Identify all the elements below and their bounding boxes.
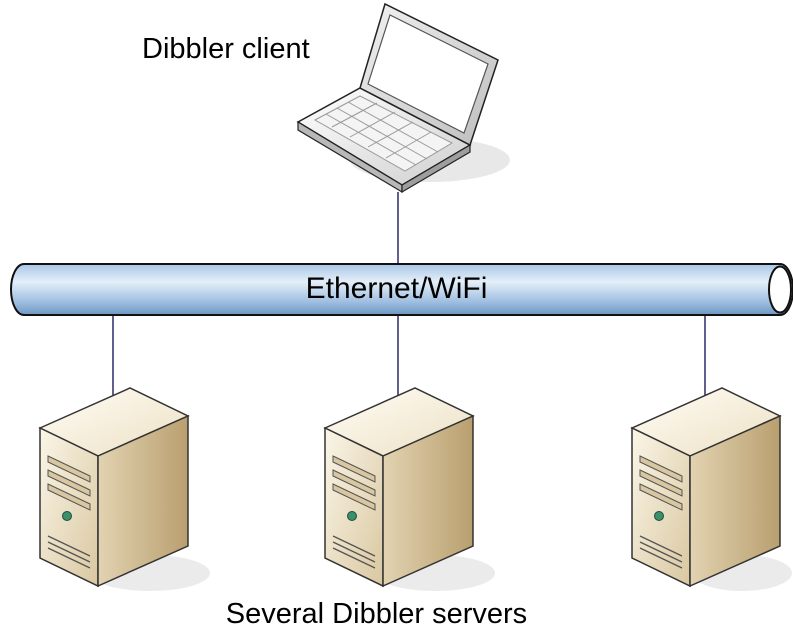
server-1-icon xyxy=(38,387,210,591)
servers-label: Several Dibbler servers xyxy=(225,598,528,630)
server-1-led xyxy=(62,511,72,521)
client-label: Dibbler client xyxy=(142,33,310,65)
server-3-icon xyxy=(630,387,792,591)
laptop-screen xyxy=(367,14,489,134)
laptop-icon xyxy=(296,2,510,194)
network-label: Ethernet/WiFi xyxy=(305,272,488,305)
network-pipe xyxy=(10,263,793,316)
server-3-led xyxy=(654,511,664,521)
pipe-end-opening xyxy=(768,265,792,314)
server-2-icon xyxy=(323,387,495,591)
server-2-led xyxy=(347,511,357,521)
